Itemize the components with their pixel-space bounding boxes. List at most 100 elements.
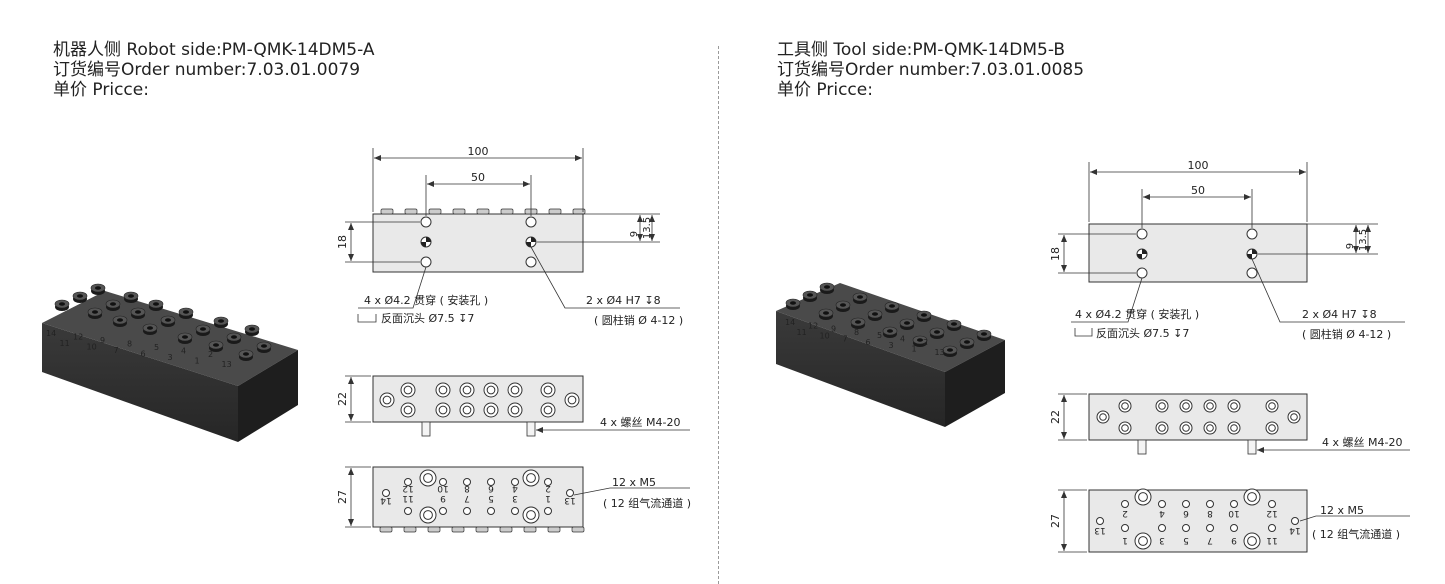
- air-fitting: [1203, 399, 1217, 413]
- air-fitting: [379, 392, 395, 408]
- port-number: 2: [1122, 508, 1128, 518]
- pin-marker: [525, 236, 537, 248]
- fitting-knob: [819, 282, 835, 294]
- port-number: 12: [402, 483, 413, 493]
- bottom-bump: [403, 526, 417, 533]
- air-port: [487, 478, 495, 486]
- fitting-knob: [976, 329, 992, 341]
- air-port: [1158, 500, 1166, 508]
- mount-hole: [1246, 267, 1258, 279]
- air-fitting: [1179, 421, 1193, 435]
- dim-9: 9: [1345, 243, 1356, 249]
- air-port: [1182, 524, 1190, 532]
- fitting-knob: [195, 324, 211, 336]
- screws-note: 4 x 螺丝 M4-20: [1322, 436, 1402, 449]
- port-number: 14: [1289, 525, 1301, 535]
- top-bump: [476, 208, 490, 215]
- air-fitting: [1227, 399, 1241, 413]
- fitting-knob: [105, 299, 121, 311]
- engraved-number: 10: [87, 343, 97, 352]
- dowel-pins-desc: ( 圆柱销 Ø 4-12 ): [1302, 327, 1391, 341]
- air-port: [382, 489, 390, 497]
- engraved-number: 13: [935, 348, 945, 357]
- air-port: [1268, 500, 1276, 508]
- port-number: 1: [545, 493, 551, 503]
- fitting-knob: [178, 307, 194, 319]
- engraved-number: 12: [808, 321, 818, 330]
- engraved-number: 2: [923, 338, 928, 347]
- dim-50: 50: [1191, 184, 1205, 197]
- bottom-bump: [427, 526, 441, 533]
- air-fitting: [1118, 399, 1132, 413]
- engraved-number: 6: [141, 350, 146, 359]
- bottom-bump: [571, 526, 585, 533]
- air-port: [404, 478, 412, 486]
- dowel-pins-note: 2 x Ø4 H7 ↧8: [586, 294, 661, 307]
- pin-marker: [420, 236, 432, 248]
- air-fitting: [1203, 421, 1217, 435]
- tool-side-header: 工具侧 Tool side:PM-QMK-14DM5-B 订货编号Order n…: [777, 40, 1084, 100]
- fitting-knob: [785, 298, 801, 310]
- engraved-number: 3: [168, 353, 173, 362]
- fitting-knob: [112, 315, 128, 327]
- mount-hole: [525, 256, 537, 268]
- air-fitting: [483, 382, 499, 398]
- air-fitting: [1096, 410, 1110, 424]
- air-fitting: [419, 506, 437, 524]
- port-number: 11: [1266, 535, 1277, 545]
- fitting-knob: [852, 292, 868, 304]
- air-fitting: [400, 402, 416, 418]
- port-number: 1: [1122, 535, 1128, 545]
- engraved-number: 1: [195, 357, 200, 366]
- engraved-number: 9: [831, 325, 836, 334]
- air-fitting: [400, 382, 416, 398]
- air-port: [1291, 517, 1299, 525]
- pin-marker: [1136, 248, 1148, 260]
- engraved-number: 6: [866, 338, 871, 347]
- engraved-number: 3: [889, 341, 894, 350]
- dim-13-5: 13.5: [642, 217, 653, 239]
- air-fitting: [1134, 532, 1152, 550]
- engraved-number: 7: [114, 346, 119, 355]
- air-fitting: [1134, 488, 1152, 506]
- mount-holes-note: 4 x Ø4.2 贯穿 ( 安装孔 ): [364, 293, 488, 307]
- engraved-number: 13: [222, 360, 232, 369]
- air-fitting: [1227, 421, 1241, 435]
- robot-side-top-view: 100 50 18 9 13.5 4 x Ø4.2 贯穿 ( 安装孔 ) 反面沉…: [336, 145, 683, 327]
- port-number: 13: [1094, 525, 1105, 535]
- dim-22: 22: [336, 392, 349, 406]
- air-port: [404, 507, 412, 515]
- port-number: 6: [488, 483, 494, 493]
- fitting-knob: [850, 317, 866, 329]
- engraved-number: 4: [181, 347, 186, 356]
- counterbore-note: 反面沉头 Ø7.5 ↧7: [381, 312, 474, 325]
- air-port: [544, 478, 552, 486]
- air-fitting: [540, 382, 556, 398]
- air-port: [1206, 524, 1214, 532]
- mount-hole: [525, 216, 537, 228]
- top-bump: [548, 208, 562, 215]
- mount-hole: [1246, 228, 1258, 240]
- dim-22: 22: [1049, 410, 1062, 424]
- port-number: 11: [402, 493, 413, 503]
- engraved-number: 14: [46, 329, 56, 338]
- fitting-knob: [72, 291, 88, 303]
- top-bump: [500, 208, 514, 215]
- port-number: 12: [1266, 508, 1277, 518]
- fitting-knob: [884, 301, 900, 313]
- fitting-knob: [912, 335, 928, 347]
- fitting-knob: [208, 340, 224, 352]
- dim-13-5: 13.5: [1358, 229, 1369, 251]
- fitting-knob: [867, 309, 883, 321]
- air-fitting: [1243, 488, 1261, 506]
- fitting-knob: [244, 324, 260, 336]
- bottom-bump: [379, 526, 393, 533]
- air-port: [1230, 500, 1238, 508]
- port-number: 9: [440, 493, 446, 503]
- dim-18: 18: [336, 235, 349, 249]
- air-fitting: [1265, 421, 1279, 435]
- fitting-knob: [916, 310, 932, 322]
